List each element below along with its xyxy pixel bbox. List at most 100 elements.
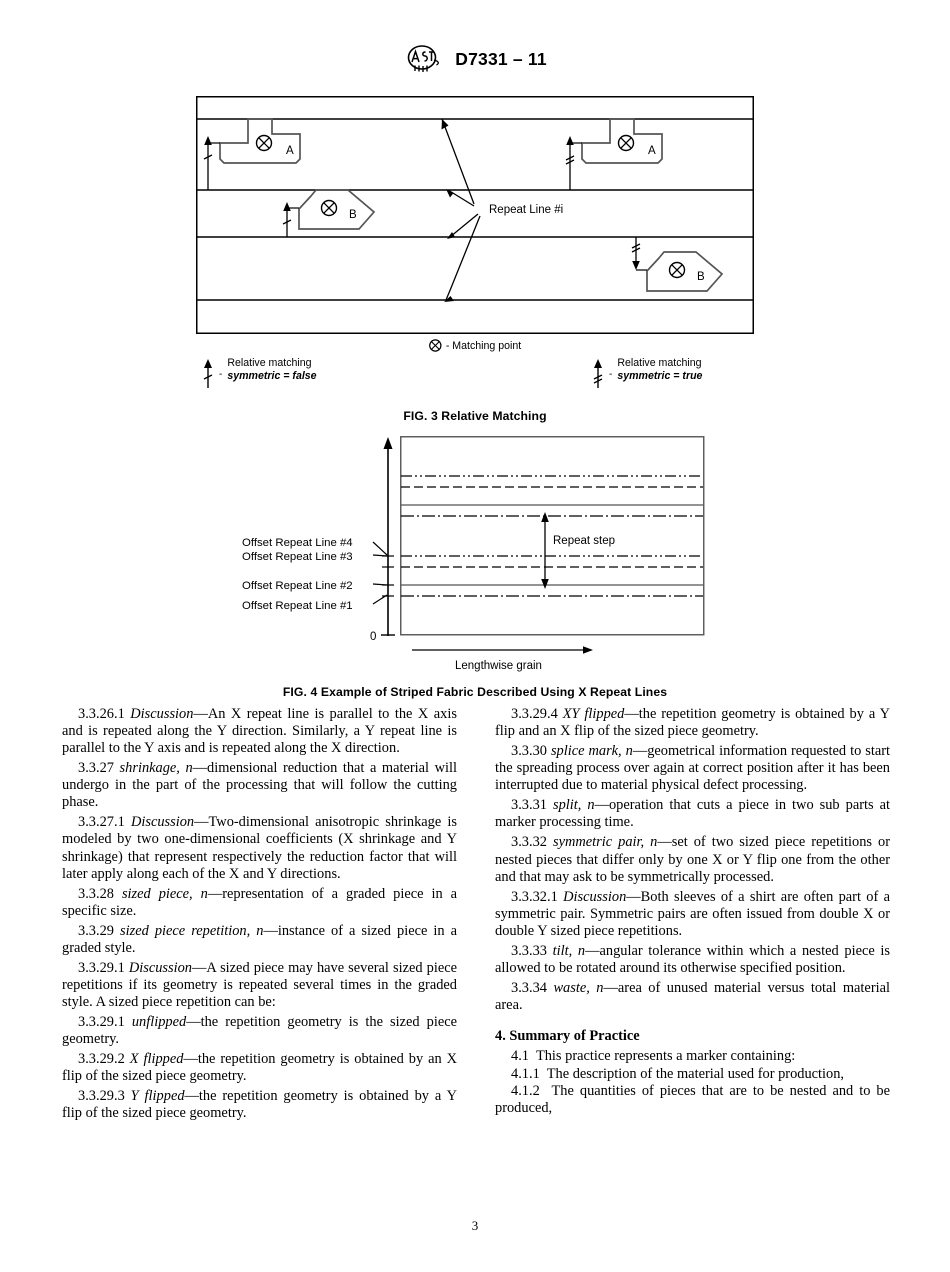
clause-term: XY flipped xyxy=(562,706,625,722)
clause-number: 3.3.29.1 xyxy=(78,1014,125,1031)
lengthwise-grain-label: Lengthwise grain xyxy=(455,660,542,672)
offset-repeat-line-1-label: Offset Repeat Line #1 xyxy=(242,600,353,612)
clause-body: —Both sleeves of a shirt are often part … xyxy=(495,888,890,939)
clause-number: 3.3.29 xyxy=(78,922,114,939)
clause-term: X flipped xyxy=(129,1051,184,1068)
repeat-step-arrow xyxy=(541,512,549,589)
repeat-step-label: Repeat step xyxy=(553,535,615,547)
legend-dash-true: - xyxy=(609,369,613,380)
clause-3-3-31: 3.3.31 split, n—operation that cuts a pi… xyxy=(495,797,890,831)
clause-number: 4.1 xyxy=(511,1048,529,1065)
clause-3-3-29-2: 3.3.29.2 X flipped—the repetition geomet… xyxy=(62,1051,457,1085)
relative-matching-true-icon xyxy=(593,359,603,388)
clause-number: 3.3.29.3 xyxy=(78,1088,125,1105)
clause-term: Discussion xyxy=(128,959,193,976)
clause-4-1-2: 4.1.2 The quantities of pieces that are … xyxy=(495,1083,890,1117)
relative-matching-arrow-b-left xyxy=(282,202,292,237)
clause-term: Discussion xyxy=(130,706,194,722)
figure-3: A A xyxy=(196,96,754,423)
clause-3-3-29-1-unflipped: 3.3.29.1 unflipped—the repetition geomet… xyxy=(62,1014,457,1048)
clause-3-3-32: 3.3.32 symmetric pair, n—set of two size… xyxy=(495,834,890,885)
offset-repeat-line-3-label: Offset Repeat Line #3 xyxy=(242,551,353,563)
lengthwise-grain-arrow xyxy=(412,646,593,654)
clause-number: 3.3.29.2 xyxy=(78,1051,125,1068)
clause-body: —dimensional reduction that a material w… xyxy=(62,760,457,811)
clause-3-3-26-1: 3.3.26.1 Discussion—An X repeat line is … xyxy=(62,706,457,757)
offset-repeat-lines xyxy=(401,475,703,597)
clause-term: symmetric pair, n xyxy=(553,834,658,851)
legend-matching-point-label: - Matching point xyxy=(445,339,522,352)
clause-term: unflipped xyxy=(131,1014,187,1031)
clause-body: —representation of a graded piece in a s… xyxy=(62,885,457,919)
piece-a-right xyxy=(581,118,663,164)
clause-3-3-29-1-discussion: 3.3.29.1 Discussion—A sized piece may ha… xyxy=(62,960,457,1011)
piece-b-right-label: B xyxy=(697,271,705,283)
clause-term: waste, n xyxy=(553,979,604,996)
figure-4-leaders xyxy=(372,541,394,605)
clause-body: The description of the material used for… xyxy=(546,1065,845,1082)
matching-point-a-left xyxy=(255,134,273,152)
clause-body: —set of two sized piece repetitions or n… xyxy=(495,834,890,885)
page-header: D7331 – 11 xyxy=(0,44,950,74)
figure-4-caption: FIG. 4 Example of Striped Fabric Describ… xyxy=(282,685,668,699)
legend-true-title: Relative matching xyxy=(617,357,702,369)
figure-3-caption: FIG. 3 Relative Matching xyxy=(403,409,547,423)
piece-a-right-label: A xyxy=(648,145,656,157)
clause-term: tilt, n xyxy=(552,942,586,959)
clause-3-3-34: 3.3.34 waste, n—area of unused material … xyxy=(495,980,890,1014)
standard-designation: D7331 – 11 xyxy=(455,48,547,69)
matching-point-icon xyxy=(429,339,442,352)
repeat-line-leaders xyxy=(441,118,481,302)
figure-3-graphic: A A xyxy=(196,96,754,334)
clause-body: —the repetition geometry is obtained by … xyxy=(495,706,890,740)
legend-matching-point: - Matching point xyxy=(429,339,521,352)
clause-body: —the repetition geometry is obtained by … xyxy=(62,1088,457,1122)
figure-4: 0 Offset Repeat Line #4 Offs xyxy=(230,424,720,699)
relative-matching-arrow-b-right xyxy=(631,237,641,270)
clause-body: —instance of a sized piece in a graded s… xyxy=(62,922,457,956)
repeat-line-label: Repeat Line #i xyxy=(489,204,563,216)
legend-false-title: Relative matching xyxy=(227,357,312,369)
clause-3-3-33: 3.3.33 tilt, n—angular tolerance within … xyxy=(495,943,890,977)
clause-number: 3.3.34 xyxy=(511,979,547,996)
offset-repeat-line-4-label: Offset Repeat Line #4 xyxy=(242,537,353,549)
clause-4-1-1: 4.1.1 The description of the material us… xyxy=(495,1066,890,1083)
matching-point-b-left xyxy=(320,199,338,217)
piece-b-left-label: B xyxy=(349,209,357,221)
legend-false-value: symmetric = false xyxy=(227,370,317,383)
clause-3-3-27: 3.3.27 shrinkage, n—dimensional reductio… xyxy=(62,760,457,811)
clause-3-3-29: 3.3.29 sized piece repetition, n—instanc… xyxy=(62,923,457,957)
left-text-column: 3.3.26.1 Discussion—An X repeat line is … xyxy=(62,706,457,1122)
relative-matching-false-icon xyxy=(203,359,213,388)
clause-number: 4.1.1 xyxy=(511,1065,540,1082)
legend-true-value: symmetric = true xyxy=(617,370,703,383)
piece-a-left-label: A xyxy=(286,145,294,157)
matching-point-a-right xyxy=(617,134,635,152)
clause-term: sized piece, n xyxy=(121,885,208,902)
clause-term: Y flipped xyxy=(130,1088,185,1105)
piece-b-left xyxy=(298,189,376,230)
clause-4-1: 4.1 This practice represents a marker co… xyxy=(495,1048,890,1065)
clause-number: 3.3.28 xyxy=(78,885,114,902)
clause-number: 3.3.31 xyxy=(511,797,547,814)
clause-term: sized piece repetition, n xyxy=(120,922,264,939)
offset-repeat-line-2-label: Offset Repeat Line #2 xyxy=(242,580,353,592)
clause-number: 3.3.29.4 xyxy=(511,706,558,722)
clause-3-3-27-1: 3.3.27.1 Discussion—Two-dimensional anis… xyxy=(62,814,457,882)
clause-number: 3.3.26.1 xyxy=(78,706,125,722)
figure-4-origin-label: 0 xyxy=(370,631,376,643)
clause-3-3-30: 3.3.30 splice mark, n—geometrical inform… xyxy=(495,743,890,794)
legend-symmetric-false: - Relative matching symmetric = false xyxy=(202,357,317,389)
legend-dash-false: - xyxy=(219,369,223,380)
y-axis xyxy=(381,437,395,636)
clause-body: —A sized piece may have several sized pi… xyxy=(62,959,457,1010)
clause-body: —An X repeat line is parallel to the X a… xyxy=(62,706,457,757)
clause-term: Discussion xyxy=(563,888,627,905)
clause-3-3-29-3: 3.3.29.3 Y flipped—the repetition geomet… xyxy=(62,1088,457,1122)
page-number: 3 xyxy=(471,1218,479,1233)
clause-body: —geometrical information requested to st… xyxy=(495,743,890,794)
clause-body: —the repetition geometry is the sized pi… xyxy=(62,1014,457,1048)
clause-number: 3.3.27.1 xyxy=(78,814,125,831)
figure-3-legend: - Matching point - Relative matching sym… xyxy=(196,339,754,399)
clause-term: splice mark, n xyxy=(550,743,633,760)
